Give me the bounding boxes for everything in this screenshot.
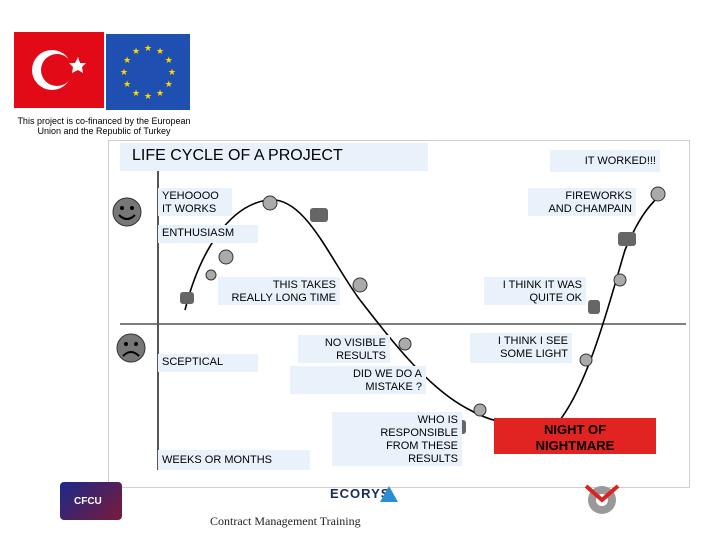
label-no-results-line-1: NO VISIBLE [324, 337, 386, 349]
ecorys-logo: ECORYS [330, 486, 391, 501]
smiley-icon [218, 249, 234, 265]
label-nightmare-line-2: NIGHTMARE [535, 438, 615, 453]
label-nightmare: NIGHT OF NIGHTMARE [494, 418, 656, 454]
label-yehoooo-line-2: IT WORKS [162, 203, 217, 215]
label-long-time: THIS TAKES REALLY LONG TIME [218, 277, 340, 305]
training-title: Contract Management Training [210, 514, 361, 528]
turkey-flag [14, 32, 104, 108]
ecorys-triangle-icon [380, 486, 398, 502]
smiley-icon [262, 195, 278, 211]
label-fireworks-line-1: FIREWORKS [565, 190, 632, 202]
worried-face-icon [352, 277, 368, 293]
label-no-results: NO VISIBLE RESULTS [298, 335, 390, 363]
sad-face-icon [116, 333, 146, 363]
eu-star-icon: ★ [156, 46, 164, 56]
label-mistake-line-1: DID WE DO A [352, 368, 422, 380]
worried-face-icon [398, 337, 412, 351]
label-responsible-line-4: RESULTS [408, 453, 458, 465]
eu-star-icon: ★ [144, 43, 152, 53]
eu-flag: ★★★★★★★★★★★★ [106, 34, 190, 110]
eu-star-icon: ★ [165, 79, 173, 89]
label-quite-ok: I THINK IT WAS QUITE OK [484, 277, 586, 305]
eu-star-icon: ★ [168, 67, 176, 77]
label-responsible-line-1: WHO IS [417, 414, 458, 426]
smiley-icon [205, 269, 217, 281]
cofinance-line-2: Union and the Republic of Turkey [37, 126, 171, 136]
label-weeks: WEEKS OR MONTHS [158, 450, 310, 470]
cfcu-logo-text: CFCU [74, 496, 102, 507]
eu-star-icon: ★ [156, 88, 164, 98]
cfcu-logo [60, 482, 122, 520]
label-no-results-line-2: RESULTS [336, 350, 386, 362]
eu-star-icon: ★ [123, 55, 131, 65]
label-mistake: DID WE DO A MISTAKE ? [290, 366, 426, 394]
eu-star-icon: ★ [144, 91, 152, 101]
label-it-worked: IT WORKED!!! [550, 150, 660, 172]
label-yehoooo-line-1: YEHOOOO [162, 190, 219, 202]
eu-star-icon: ★ [165, 55, 173, 65]
cofinance-line-1: This project is co-financed by the Europ… [17, 116, 191, 126]
eu-star-icon: ★ [132, 46, 140, 56]
label-some-light-line-1: I THINK I SEE [497, 335, 568, 347]
eu-star-icon: ★ [123, 79, 131, 89]
label-fireworks-line-2: AND CHAMPAIN [548, 203, 632, 215]
cofinance-note: This project is co-financed by the Europ… [14, 116, 194, 136]
label-fireworks: FIREWORKS AND CHAMPAIN [528, 188, 636, 216]
label-responsible-line-3: FROM THESE [386, 440, 458, 452]
happy-face-icon [112, 197, 142, 227]
label-quite-ok-line-2: QUITE OK [529, 292, 582, 304]
label-long-time-line-1: THIS TAKES [272, 279, 336, 291]
diagram-title: LIFE CYCLE OF A PROJECT [120, 143, 428, 171]
label-sceptical: SCEPTICAL [158, 354, 258, 372]
label-nightmare-line-1: NIGHT OF [543, 422, 607, 437]
smiley-icon [650, 186, 666, 202]
label-quite-ok-line-1: I THINK IT WAS [502, 279, 582, 291]
eu-star-icon: ★ [132, 88, 140, 98]
label-responsible: WHO IS RESPONSIBLE FROM THESE RESULTS [332, 412, 462, 466]
label-some-light-line-2: SOME LIGHT [500, 348, 568, 360]
eu-star-icon: ★ [120, 67, 128, 77]
label-enthusiasm: ENTHUSIASM [158, 225, 258, 243]
label-mistake-line-2: MISTAKE ? [365, 381, 422, 393]
smiley-icon [579, 353, 593, 367]
label-yehoooo: YEHOOOO IT WORKS [158, 188, 232, 216]
label-long-time-line-2: REALLY LONG TIME [231, 292, 336, 304]
smiley-icon [613, 273, 627, 287]
label-responsible-line-2: RESPONSIBLE [380, 427, 458, 439]
gear-logo-icon [584, 484, 620, 514]
label-some-light: I THINK I SEE SOME LIGHT [470, 333, 572, 363]
angry-face-icon [473, 403, 487, 417]
